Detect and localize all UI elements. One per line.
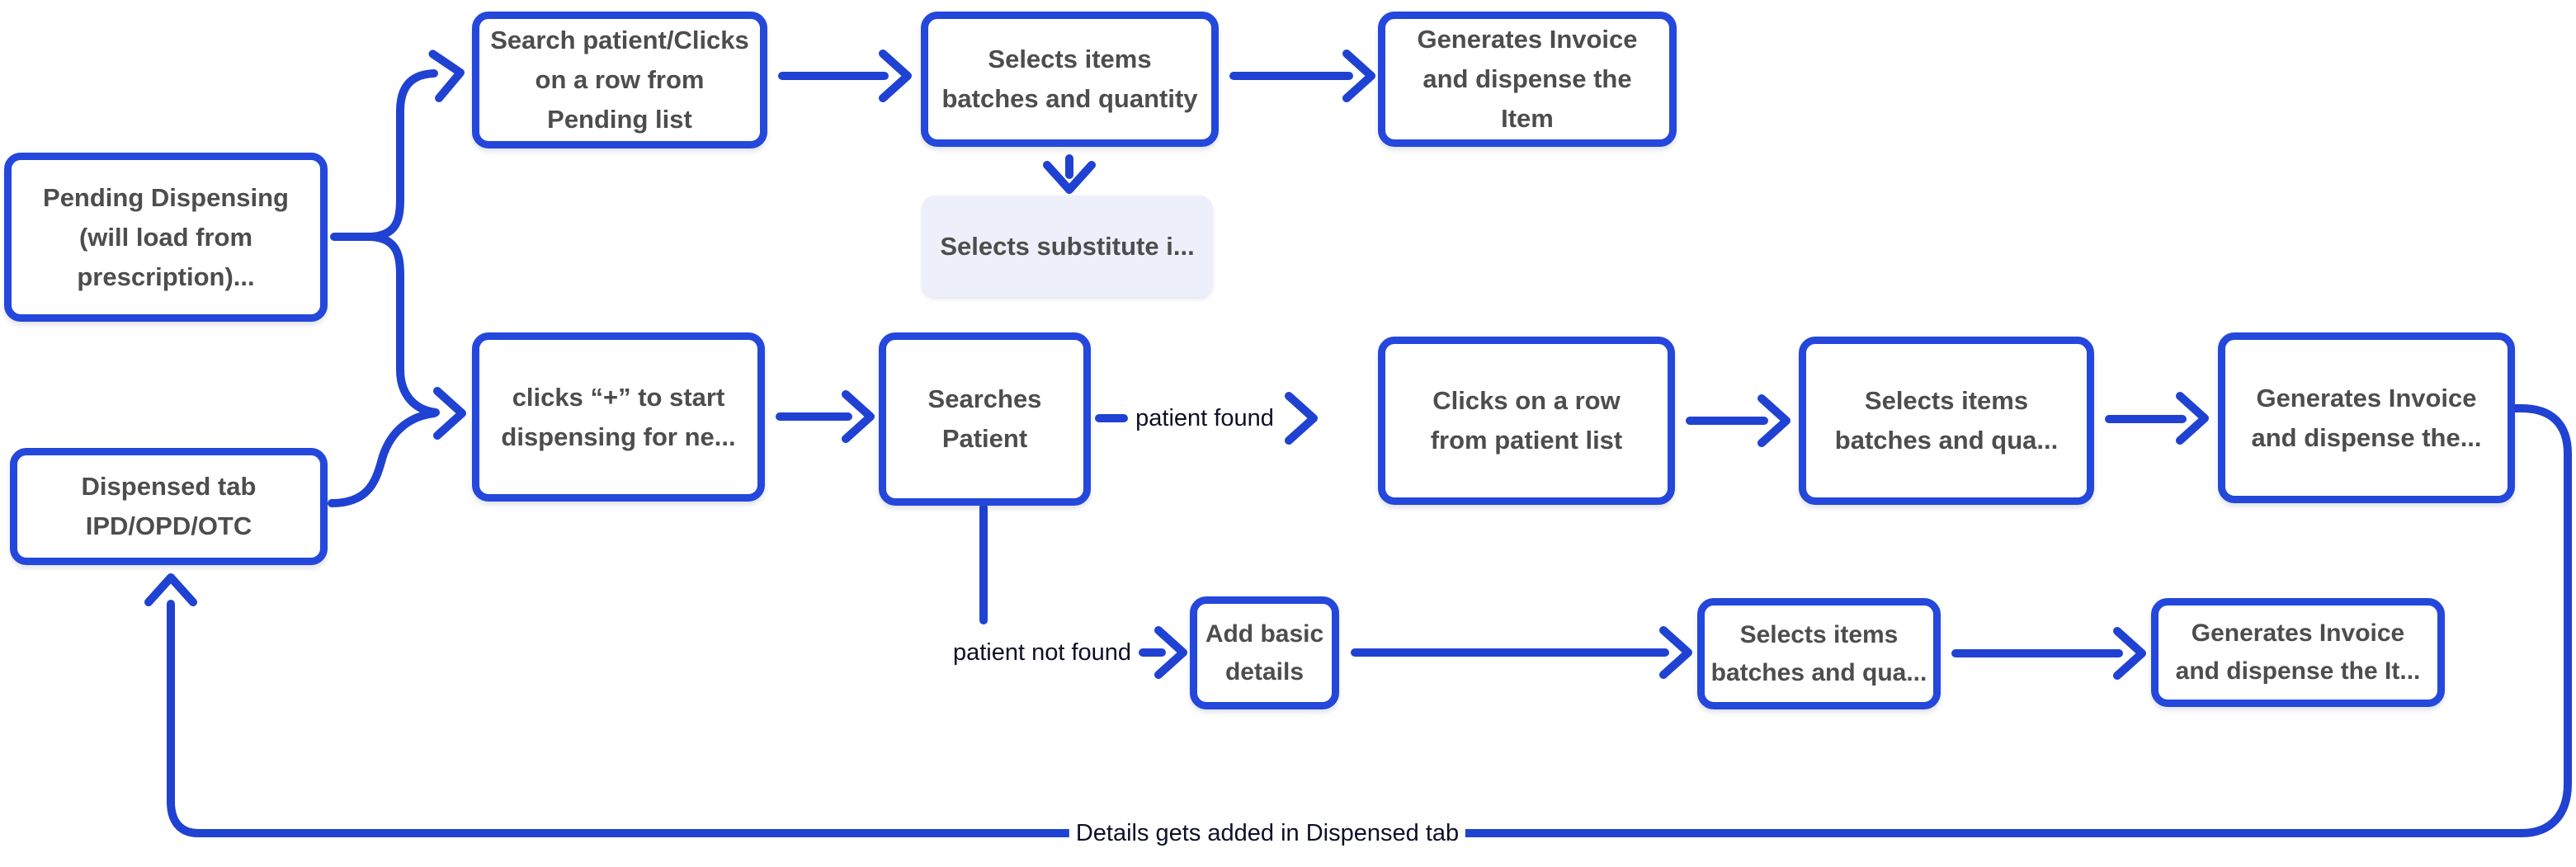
node-label: Add basic details xyxy=(1205,620,1324,686)
edge-label-details-added[interactable]: Details gets added in Dispensed tab xyxy=(1069,818,1466,849)
node-clicks-plus-start-dispensing[interactable]: clicks “+” to start dispensing for ne... xyxy=(472,332,765,502)
edge-selects-to-invoice-mid xyxy=(2105,392,2209,445)
node-search-patient-pending-list[interactable]: Search patient/Clicks on a row from Pend… xyxy=(472,12,767,148)
node-label: Pending Dispensing (will load from presc… xyxy=(43,182,289,291)
node-generates-invoice-dispense-item[interactable]: Generates Invoice and dispense the Item xyxy=(1378,12,1677,147)
node-searches-patient[interactable]: Searches Patient xyxy=(879,332,1091,506)
node-pending-dispensing[interactable]: Pending Dispensing (will load from presc… xyxy=(4,153,328,322)
edge-dispensed-merge xyxy=(328,387,466,507)
node-label: Search patient/Clicks on a row from Pend… xyxy=(490,26,749,134)
edge-patient-not-found xyxy=(979,503,1187,679)
node-label: Selects items batches and quantity xyxy=(941,45,1198,113)
node-clicks-row-patient-list[interactable]: Clicks on a row from patient list xyxy=(1378,337,1675,505)
node-add-basic-details[interactable]: Add basic details xyxy=(1190,596,1339,709)
node-generates-invoice-dispense-bottom[interactable]: Generates Invoice and dispense the It... xyxy=(2151,598,2445,707)
edge-patient-found xyxy=(1095,392,1318,445)
node-label: Searches Patient xyxy=(927,384,1042,453)
edge-pending-branch xyxy=(330,49,465,417)
node-selects-items-batches-qua-bottom[interactable]: Selects items batches and qua... xyxy=(1697,598,1941,709)
edge-clicks-to-searches xyxy=(776,390,875,443)
edge-selects-to-invoice-top xyxy=(1229,49,1375,102)
node-selects-items-batches-qua-mid[interactable]: Selects items batches and qua... xyxy=(1799,337,2094,505)
node-selects-items-batches-quantity[interactable]: Selects items batches and quantity xyxy=(921,12,1219,147)
edge-loop-details-added xyxy=(144,404,2572,837)
node-label: Generates Invoice and dispense the Item xyxy=(1417,25,1638,133)
node-label: Dispensed tab IPD/OPD/OTC xyxy=(81,472,257,540)
edge-basic-to-selects-bottom xyxy=(1351,626,1692,679)
edge-selects-to-invoice-bottom xyxy=(1951,627,2146,680)
node-selects-substitute[interactable]: Selects substitute i... xyxy=(922,196,1213,297)
edge-row-to-selects-mid xyxy=(1686,394,1790,447)
edge-search-to-selects xyxy=(778,49,912,102)
edge-selects-to-substitute xyxy=(1043,154,1096,194)
node-dispensed-tab[interactable]: Dispensed tab IPD/OPD/OTC xyxy=(10,448,328,565)
node-label: Selects substitute i... xyxy=(940,231,1195,261)
node-label: Selects items batches and qua... xyxy=(1710,620,1927,686)
node-label: clicks “+” to start dispensing for ne... xyxy=(501,382,736,451)
edge-label-patient-found[interactable]: patient found xyxy=(1129,403,1281,434)
node-label: Generates Invoice and dispense the... xyxy=(2251,383,2482,452)
node-label: Selects items batches and qua... xyxy=(1834,386,2059,455)
node-label: Generates Invoice and dispense the It... xyxy=(2175,620,2421,685)
node-generates-invoice-dispense-mid[interactable]: Generates Invoice and dispense the... xyxy=(2218,332,2515,503)
edge-label-patient-not-found[interactable]: patient not found xyxy=(946,637,1139,668)
node-label: Clicks on a row from patient list xyxy=(1430,386,1623,455)
